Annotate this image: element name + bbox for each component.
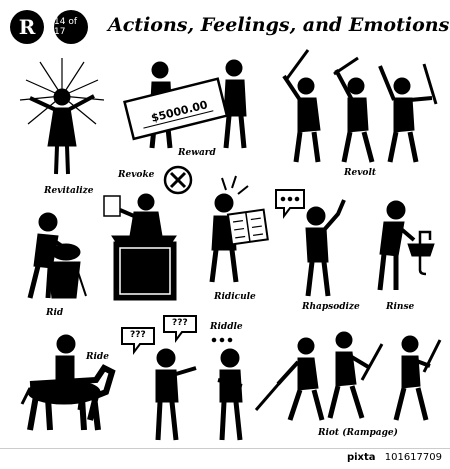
stock-watermark: pixta 101617709 <box>347 452 442 463</box>
label-riddle: Riddle <box>210 322 243 332</box>
page-indicator-badge: 14 of 17 <box>54 10 88 44</box>
riddle-bubble-2-text: ??? <box>172 318 188 328</box>
ride-icon <box>20 334 116 431</box>
label-riot: Riot (Rampage) <box>318 428 398 438</box>
revolt-icon <box>282 49 438 163</box>
stock-id: 101617709 <box>384 452 442 463</box>
revitalize-icon <box>19 58 105 175</box>
label-ridicule: Ridicule <box>214 292 256 302</box>
page-title: Actions, Feelings, and Emotions <box>108 14 450 36</box>
riot-icon <box>254 331 442 421</box>
rid-icon <box>27 212 87 299</box>
ridicule-icon <box>209 175 269 283</box>
label-ride: Ride <box>86 352 109 362</box>
footer-divider <box>0 448 450 449</box>
label-rhapsodize: Rhapsodize <box>302 302 360 312</box>
rhapsodize-icon <box>275 189 346 297</box>
label-rid: Rid <box>46 308 64 318</box>
reward-icon <box>123 59 247 149</box>
rinse-icon <box>377 200 435 291</box>
label-revoke: Revoke <box>118 170 155 180</box>
series-letter-badge: R <box>10 10 44 44</box>
label-revitalize: Revitalize <box>44 186 94 196</box>
stock-logo: pixta <box>346 452 376 463</box>
label-reward: Reward <box>178 148 216 158</box>
riddle-bubble-1-text: ??? <box>130 330 146 340</box>
revoke-icon <box>103 165 193 301</box>
label-revolt: Revolt <box>344 168 377 178</box>
label-rinse: Rinse <box>386 302 415 312</box>
riddle-icon <box>121 315 243 441</box>
